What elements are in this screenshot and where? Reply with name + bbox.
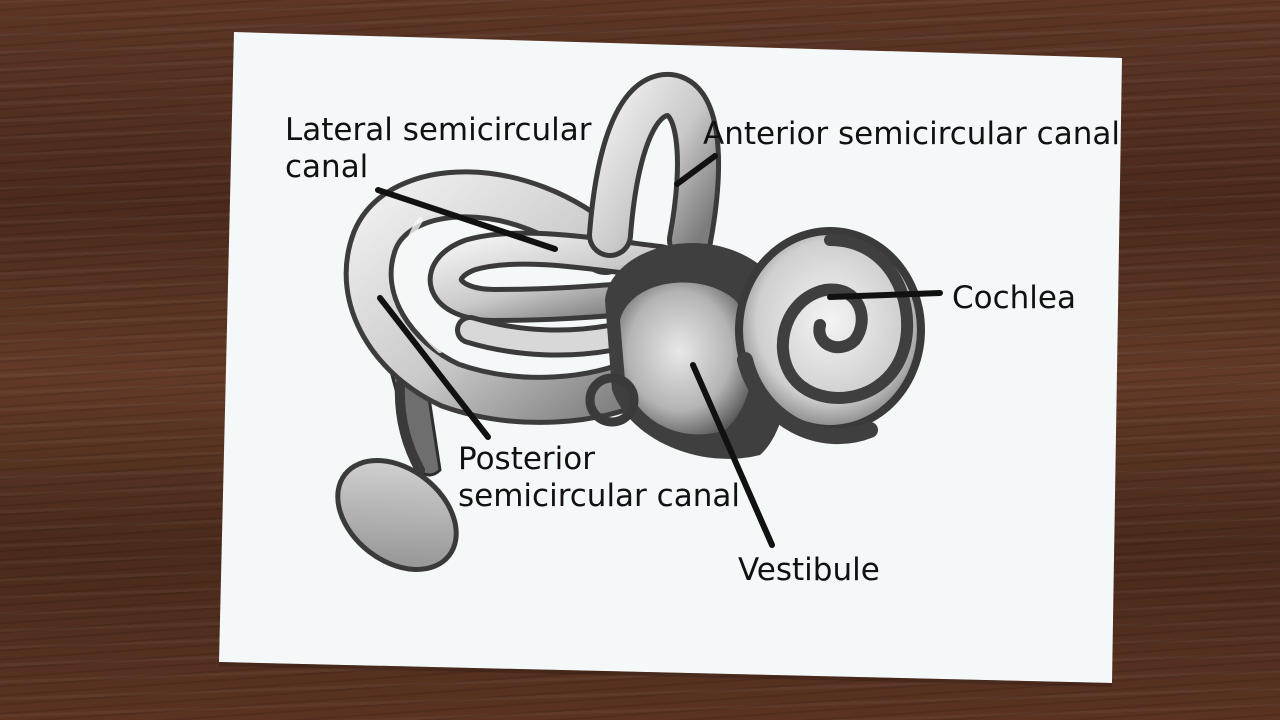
pointer-line-vestibule: [690, 362, 775, 548]
pointer-line-cochlea: [827, 290, 943, 300]
label-posterior-line-1: Posterior: [458, 441, 596, 477]
pointer-line-posterior: [377, 295, 491, 440]
pointer-line-anterior: [674, 153, 718, 187]
cochlea-illustration: [735, 227, 925, 445]
paper-shadow-edge: [219, 662, 1112, 687]
label-lateral-line-1: Lateral semicircular: [285, 112, 592, 148]
label-vestibule: Vestibule: [738, 552, 880, 588]
pointer-line-lateral: [375, 187, 558, 252]
label-cochlea: Cochlea: [952, 280, 1076, 316]
label-anterior-semicircular-canal: Anterior semicircular canal: [703, 116, 1120, 152]
label-posterior-line-2: semicircular canal: [458, 478, 740, 514]
posterior-canal-illustration: [343, 169, 665, 425]
label-lateral-line-2: canal: [285, 149, 369, 185]
pointer-lines: [375, 153, 943, 548]
lateral-canal-illustration: [427, 230, 678, 358]
